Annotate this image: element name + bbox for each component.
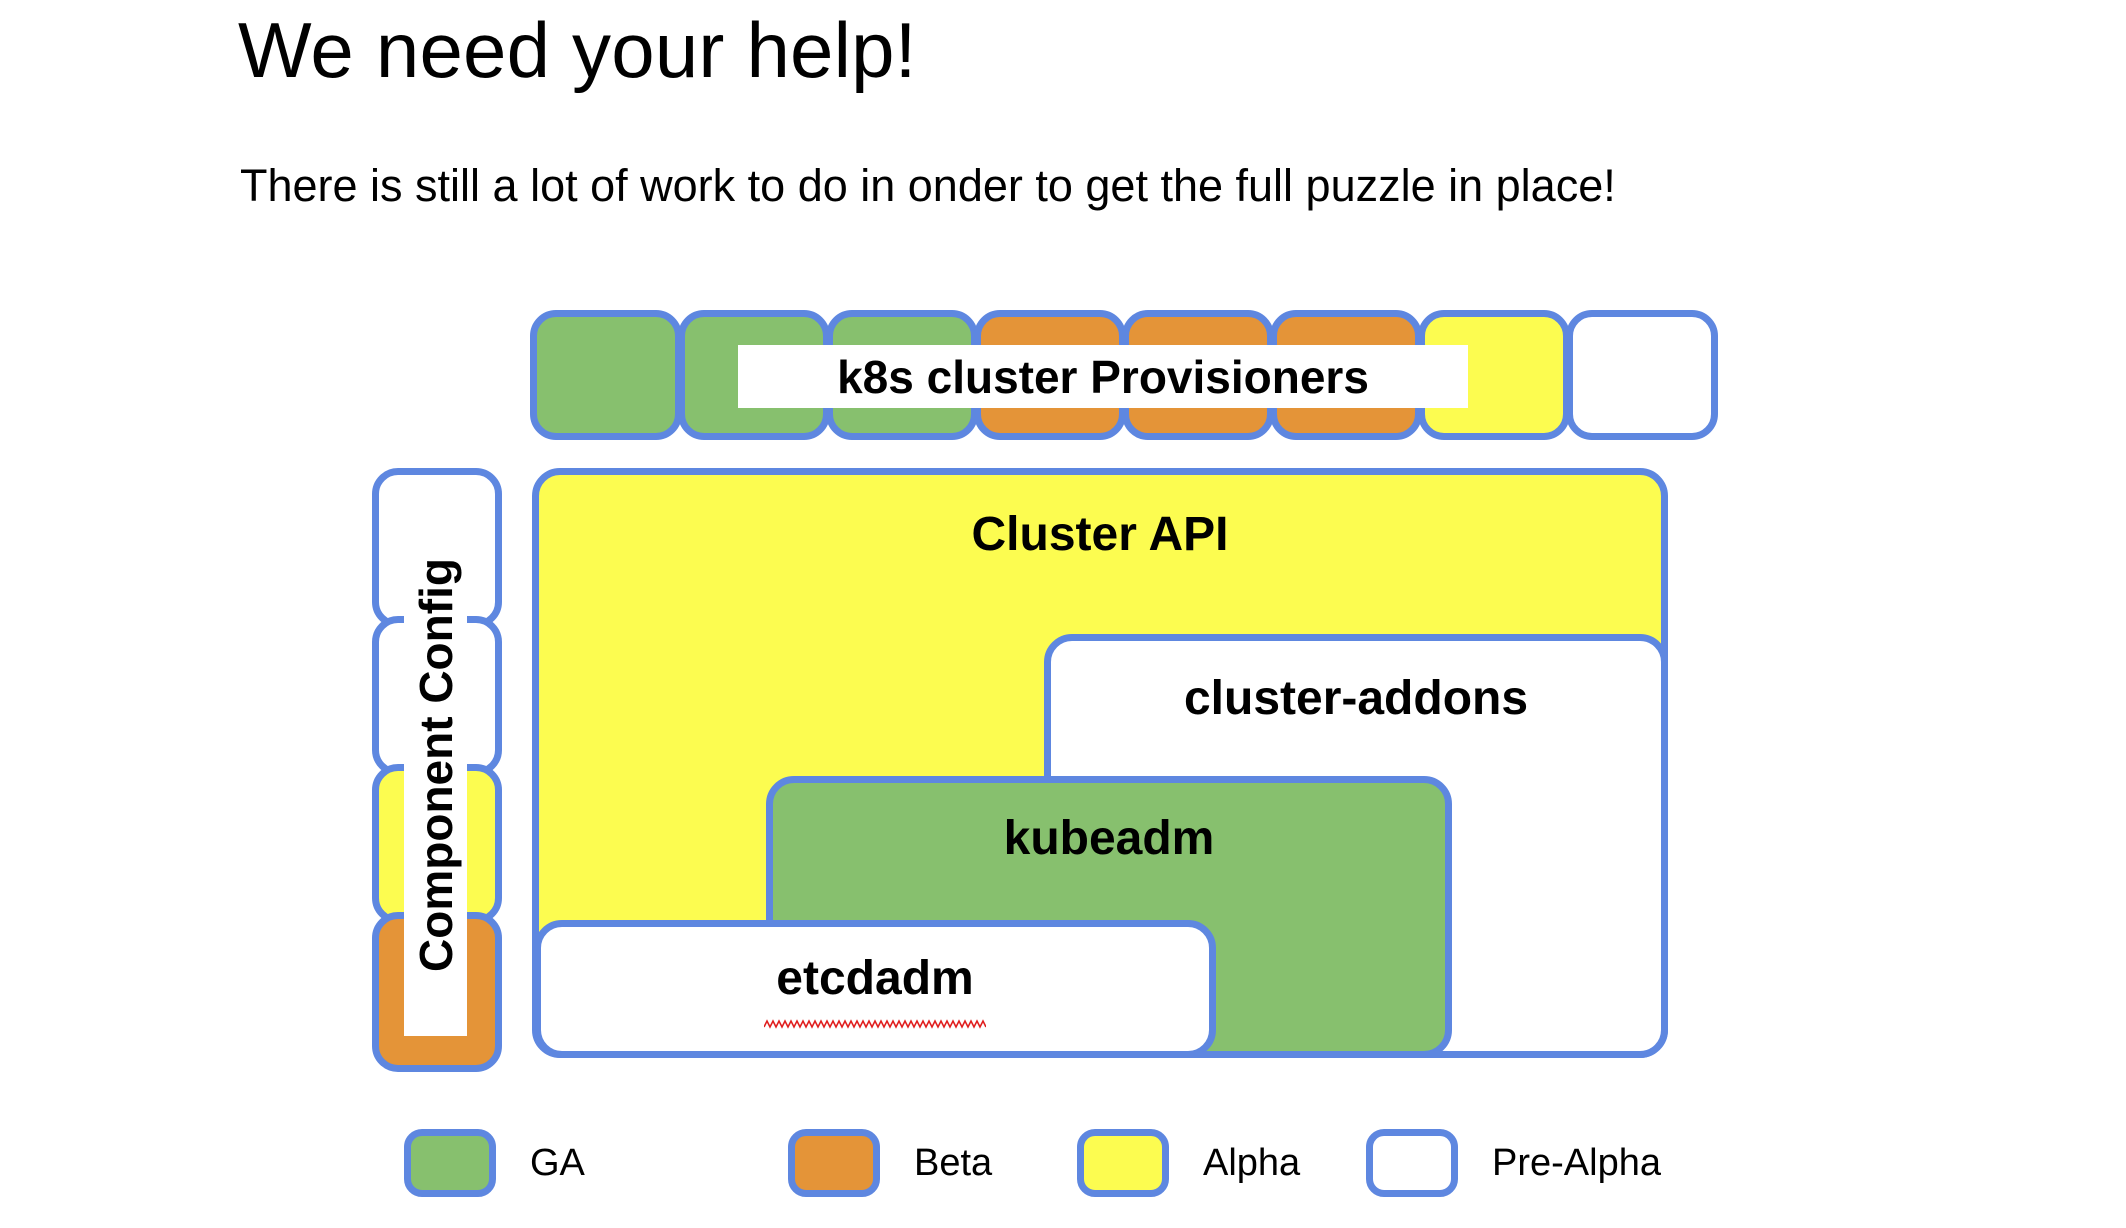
legend-item-pre-alpha: Pre-Alpha [1366,1125,1661,1201]
legend-swatch-pre-alpha [1366,1129,1458,1197]
provisioners-label: k8s cluster Provisioners [738,345,1468,408]
legend-label-ga: GA [530,1141,585,1184]
legend-item-alpha: Alpha [1077,1125,1300,1201]
etcdadm-box: etcdadm [534,920,1216,1058]
etcdadm-label: etcdadm [776,952,974,1005]
cluster-addons-label: cluster-addons [1183,672,1529,725]
legend-swatch-ga [404,1129,496,1197]
component-config-label: Component Config [409,558,462,972]
legend-swatch-beta [788,1129,880,1197]
page-subtitle: There is still a lot of work to do in on… [240,160,1616,211]
provisioner-piece-1 [530,310,682,440]
kubeadm-label: kubeadm [1003,812,1215,865]
legend-label-pre-alpha: Pre-Alpha [1492,1141,1661,1184]
cluster-api-label: Cluster API [971,508,1229,561]
legend-item-beta: Beta [788,1125,992,1201]
component-config-label-band: Component Config [404,494,467,1036]
legend-item-ga: GA [404,1125,585,1201]
legend: GA Beta Alpha Pre-Alpha [404,1125,1704,1201]
page-title: We need your help! [238,6,917,94]
spellcheck-squiggle-icon [764,1019,986,1029]
provisioner-piece-8 [1566,310,1718,440]
legend-label-alpha: Alpha [1203,1141,1301,1184]
legend-swatch-alpha [1077,1129,1169,1197]
legend-label-beta: Beta [914,1141,993,1184]
